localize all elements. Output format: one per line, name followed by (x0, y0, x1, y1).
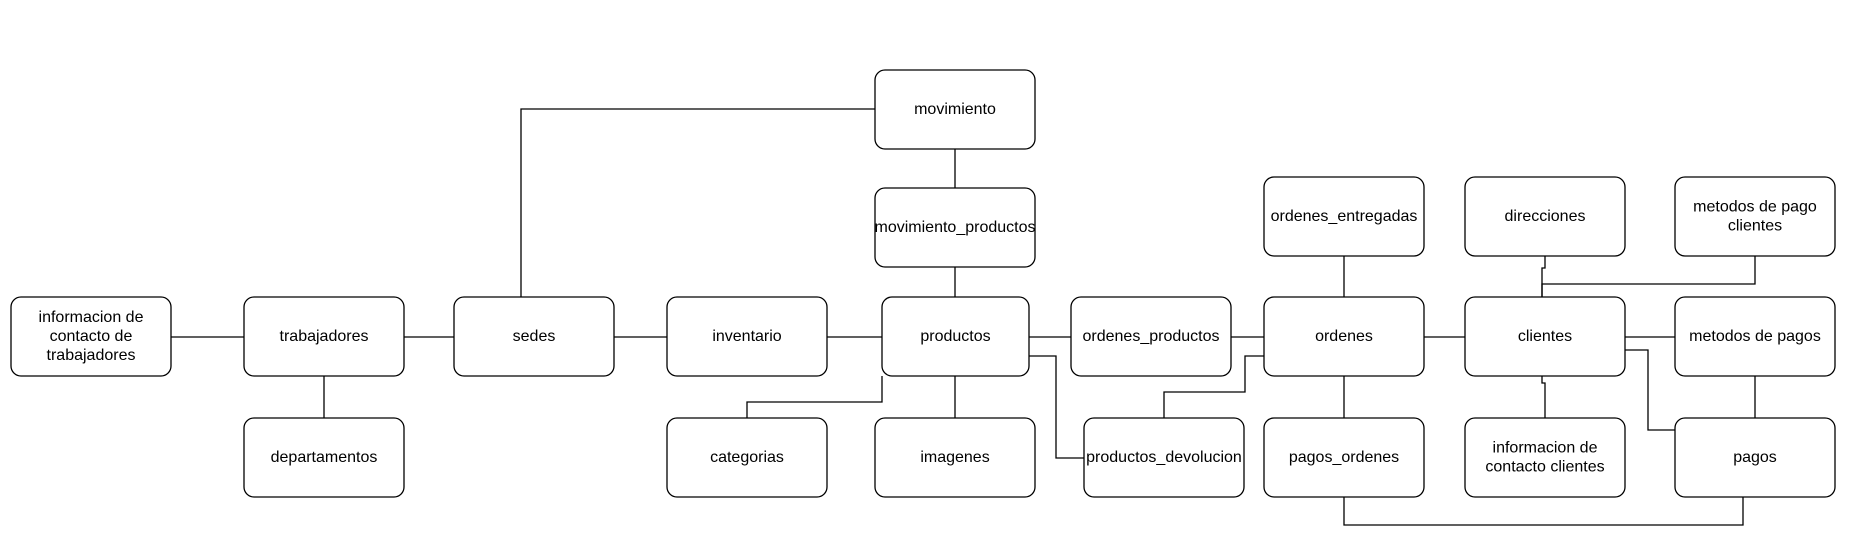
node-box[interactable] (1464, 417, 1626, 498)
edges-layer (171, 108, 1756, 526)
node-label: ordenes_productos (1083, 328, 1220, 345)
node-label: contacto de (50, 328, 133, 345)
edge-pagos_ordenes-pagos (1343, 497, 1744, 526)
nodes-layer: informacion de contacto de trabajadores tra… (10, 69, 1836, 498)
edge-metodos_pago_clientes-clientes (1541, 256, 1756, 297)
node-box[interactable] (1464, 176, 1626, 257)
node-box[interactable] (1464, 296, 1626, 377)
node-label: clientes (1518, 328, 1572, 345)
node-label: informacion de (1493, 440, 1598, 457)
edge-productos-productos_devolucion (1029, 355, 1084, 459)
node-direcciones[interactable]: direcciones (1464, 176, 1626, 257)
node-label: inventario (712, 328, 781, 345)
edge-clientes-info_clientes (1541, 376, 1546, 418)
node-box[interactable] (874, 417, 1036, 498)
edge-clientes-pagos (1625, 349, 1675, 431)
node-inventario[interactable]: inventario (666, 296, 828, 377)
node-label: metodos de pago (1693, 199, 1817, 216)
node-ordenes_productos[interactable]: ordenes_productos (1070, 296, 1232, 377)
node-categorias[interactable]: categorias (666, 417, 828, 498)
node-sedes[interactable]: sedes (453, 296, 615, 377)
node-label: imagenes (920, 449, 989, 466)
node-label: direcciones (1505, 208, 1586, 225)
node-label: departamentos (271, 449, 378, 466)
node-box[interactable] (243, 296, 405, 377)
node-label: ordenes (1315, 328, 1373, 345)
node-label: categorias (710, 449, 784, 466)
edge-direcciones-clientes (1541, 256, 1546, 297)
node-pagos_ordenes[interactable]: pagos_ordenes (1263, 417, 1425, 498)
node-label: clientes (1728, 218, 1782, 235)
node-box[interactable] (1070, 296, 1232, 377)
node-label: ordenes_entregadas (1271, 208, 1418, 225)
node-box[interactable] (1083, 417, 1245, 498)
node-movimiento_productos[interactable]: movimiento_productos (874, 187, 1036, 268)
node-label: movimiento (914, 101, 996, 118)
node-movimiento[interactable]: movimiento (874, 69, 1036, 150)
node-clientes[interactable]: clientes (1464, 296, 1626, 377)
node-label: trabajadores (47, 347, 136, 364)
node-label: informacion de (39, 309, 144, 326)
node-departamentos[interactable]: departamentos (243, 417, 405, 498)
node-info_clientes[interactable]: informacion de contacto clientes (1464, 417, 1626, 498)
node-box[interactable] (1674, 417, 1836, 498)
node-label: metodos de pagos (1689, 328, 1821, 345)
edge-productos-categorias (746, 376, 883, 418)
node-ordenes[interactable]: ordenes (1263, 296, 1425, 377)
node-box[interactable] (874, 69, 1036, 150)
node-label: pagos_ordenes (1289, 449, 1399, 466)
node-productos_devolucion[interactable]: productos_devolucion (1083, 417, 1245, 498)
node-box[interactable] (10, 296, 172, 377)
node-box[interactable] (1263, 417, 1425, 498)
node-box[interactable] (1263, 296, 1425, 377)
node-box[interactable] (666, 296, 828, 377)
node-box[interactable] (666, 417, 828, 498)
node-label: pagos (1733, 449, 1777, 466)
node-box[interactable] (1674, 296, 1836, 377)
node-box[interactable] (1263, 176, 1425, 257)
node-label: productos_devolucion (1086, 449, 1242, 466)
node-ordenes_entregadas[interactable]: ordenes_entregadas (1263, 176, 1425, 257)
node-label: contacto clientes (1485, 459, 1604, 476)
node-label: trabajadores (280, 328, 369, 345)
node-box[interactable] (874, 187, 1036, 268)
node-trabajadores[interactable]: trabajadores (243, 296, 405, 377)
edge-productos_devolucion-ordenes (1163, 355, 1264, 418)
node-productos[interactable]: productos (881, 296, 1030, 377)
node-label: movimiento_productos (875, 219, 1036, 236)
node-info_trab[interactable]: informacion de contacto de trabajadores (10, 296, 172, 377)
node-box[interactable] (453, 296, 615, 377)
node-box[interactable] (881, 296, 1030, 377)
node-box[interactable] (1674, 176, 1836, 257)
node-label: productos (920, 328, 990, 345)
node-pagos[interactable]: pagos (1674, 417, 1836, 498)
node-metodos_pagos[interactable]: metodos de pagos (1674, 296, 1836, 377)
edge-sedes-movimiento (520, 108, 875, 297)
node-imagenes[interactable]: imagenes (874, 417, 1036, 498)
node-box[interactable] (243, 417, 405, 498)
node-metodos_pago_clientes[interactable]: metodos de pago clientes (1674, 176, 1836, 257)
node-label: sedes (513, 328, 556, 345)
